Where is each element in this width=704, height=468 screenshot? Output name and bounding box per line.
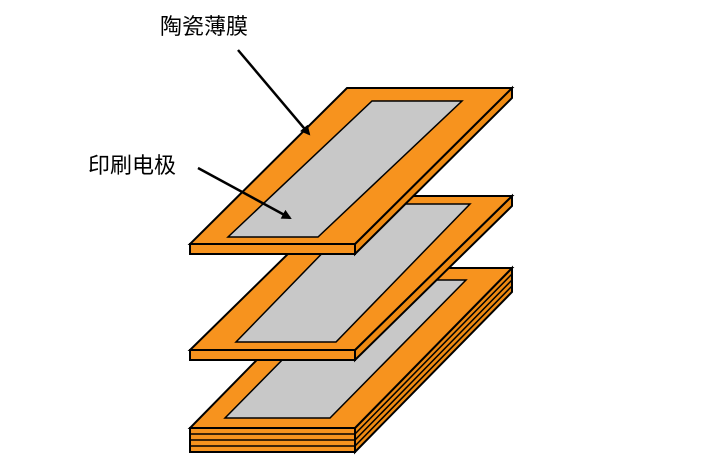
ceramic-film-label: 陶瓷薄膜 <box>160 15 248 40</box>
top-sheet-electrode <box>226 100 464 238</box>
stack-side-line-1 <box>354 273 513 435</box>
top-sheet <box>187 85 515 257</box>
ceramic-film-callout: 陶瓷薄膜 <box>160 15 311 136</box>
middle-sheet-front-edge <box>189 349 356 361</box>
ceramic-film-arrow <box>237 49 311 136</box>
stack-side-line-2 <box>354 279 513 441</box>
printed-electrode-callout: 印刷电极 <box>88 154 292 220</box>
middle-sheet <box>187 193 515 363</box>
printed-electrode-label: 印刷电极 <box>88 154 176 179</box>
printed-electrode-arrow <box>197 166 292 220</box>
top-sheet-front-edge <box>189 243 356 255</box>
stack-side-line-3 <box>354 285 513 447</box>
